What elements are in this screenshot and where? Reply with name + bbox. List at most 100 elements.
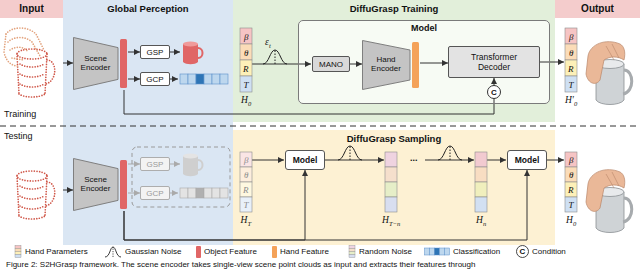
disabled-region [132,147,230,207]
disabled-wire [170,164,180,165]
subscript: t [269,42,271,49]
parameter-cells [565,76,577,92]
parameter-symbol: T [244,80,249,90]
legend-text: Classification [453,247,500,256]
parameter-symbol: θ [244,170,248,180]
module-box: GCP [140,72,170,86]
subscript: n [483,220,486,227]
stage-panel: DiffuGrasp TrainingModelMANOHand Encoder… [233,0,555,122]
input-point-cloud [17,171,55,219]
connector [350,64,362,65]
grasp-result [623,70,632,94]
model-title: Model [299,21,549,33]
subscript: T−n [389,220,400,227]
classification-bar [204,74,212,84]
flow-wire [170,52,180,53]
parameter-cells [385,197,397,212]
legend-item: Random Noise [348,245,412,258]
parameter-symbol: R [243,185,249,195]
module-box: MANO [312,56,350,72]
legend-sample [440,248,445,255]
legend-sample [445,248,450,255]
flow-wire [252,64,311,65]
disabled-wire [170,193,178,194]
connector [63,63,73,64]
classification-bar [212,74,220,84]
legend-sample [349,252,355,255]
parameter-cells [240,44,252,60]
box-label: GSP [147,160,164,169]
grasp-result [606,172,619,188]
parameter-cells [240,197,252,212]
subscript: 0 [573,220,576,227]
classification-bar [180,74,228,198]
condition-circle [488,86,501,99]
legend-text: Object Feature [204,247,257,256]
encoder-block: Hand Encoder [362,40,420,90]
encoder-block: Scene Encoder [73,158,128,211]
subscript: T [248,220,252,227]
legend-sample [15,249,21,252]
classification-bar [212,188,220,198]
grasp-result [586,42,632,233]
legend-sample [348,245,356,258]
legend-item: Hand Parameters [14,245,88,258]
legend-text: Gaussian Noise [125,247,181,256]
flow-wire [252,160,284,161]
legend-item: Hand Feature [272,245,329,258]
parameter-symbol: θ [569,48,573,58]
gaussian-noise-icon [263,50,287,64]
panel-ground [233,130,555,245]
object-shape-icon [183,42,198,47]
disabled-wire [170,164,180,193]
legend-text: Random Noise [359,247,412,256]
classification-bar [204,188,212,198]
parameter-cells [475,152,487,167]
parameter-symbol: θ [244,48,248,58]
panel-ground [0,0,640,245]
grasp-result [606,44,619,60]
parameter-symbol: T [569,80,574,90]
figure-caption: Figure 2: S2HGrasp framework. The scene … [6,260,475,269]
parameter-cells [385,167,397,182]
module-box: GSP [140,157,170,171]
parameter-cells [565,182,577,197]
classification-bar [196,188,204,198]
state-symbol: H [476,215,483,225]
state-symbol: H [566,215,573,225]
legend-item: Object Feature [196,245,257,258]
input-point-cloud [17,171,47,181]
grasp-result [623,198,632,222]
legend-sample [349,255,355,258]
parameter-cells [565,197,577,212]
parameter-cells [385,152,397,167]
grasp-result [586,42,632,105]
box-label: Model [515,155,540,165]
stage-panel: Input [0,0,63,245]
connector [124,170,305,240]
box-label: Scene Encoder [75,55,116,73]
phase-label: Training [4,109,36,119]
condition-symbol: C [520,247,526,256]
classification-bar [180,188,188,198]
classification-bar [188,188,196,198]
legend-sample [105,247,121,257]
input-point-cloud [20,64,44,87]
state-symbol: H [241,215,248,225]
panel-ground [63,0,233,245]
parameter-cells [240,28,577,212]
object-shape-icon [183,156,198,176]
box-label: GSP [147,48,164,57]
parameter-symbol: R [568,64,574,74]
input-point-cloud [6,28,44,56]
noise-symbol: ε [265,37,269,47]
parameter-symbol: R [568,185,574,195]
parameter-symbol: T [569,200,574,210]
subscript: 0 [574,100,577,107]
flow-wire [540,62,564,63]
parameter-cells [240,167,252,182]
panel-title: Output [555,0,640,18]
parameter-cells [240,76,252,92]
stage-panel: Output [555,0,640,245]
input-point-cloud [17,54,47,97]
